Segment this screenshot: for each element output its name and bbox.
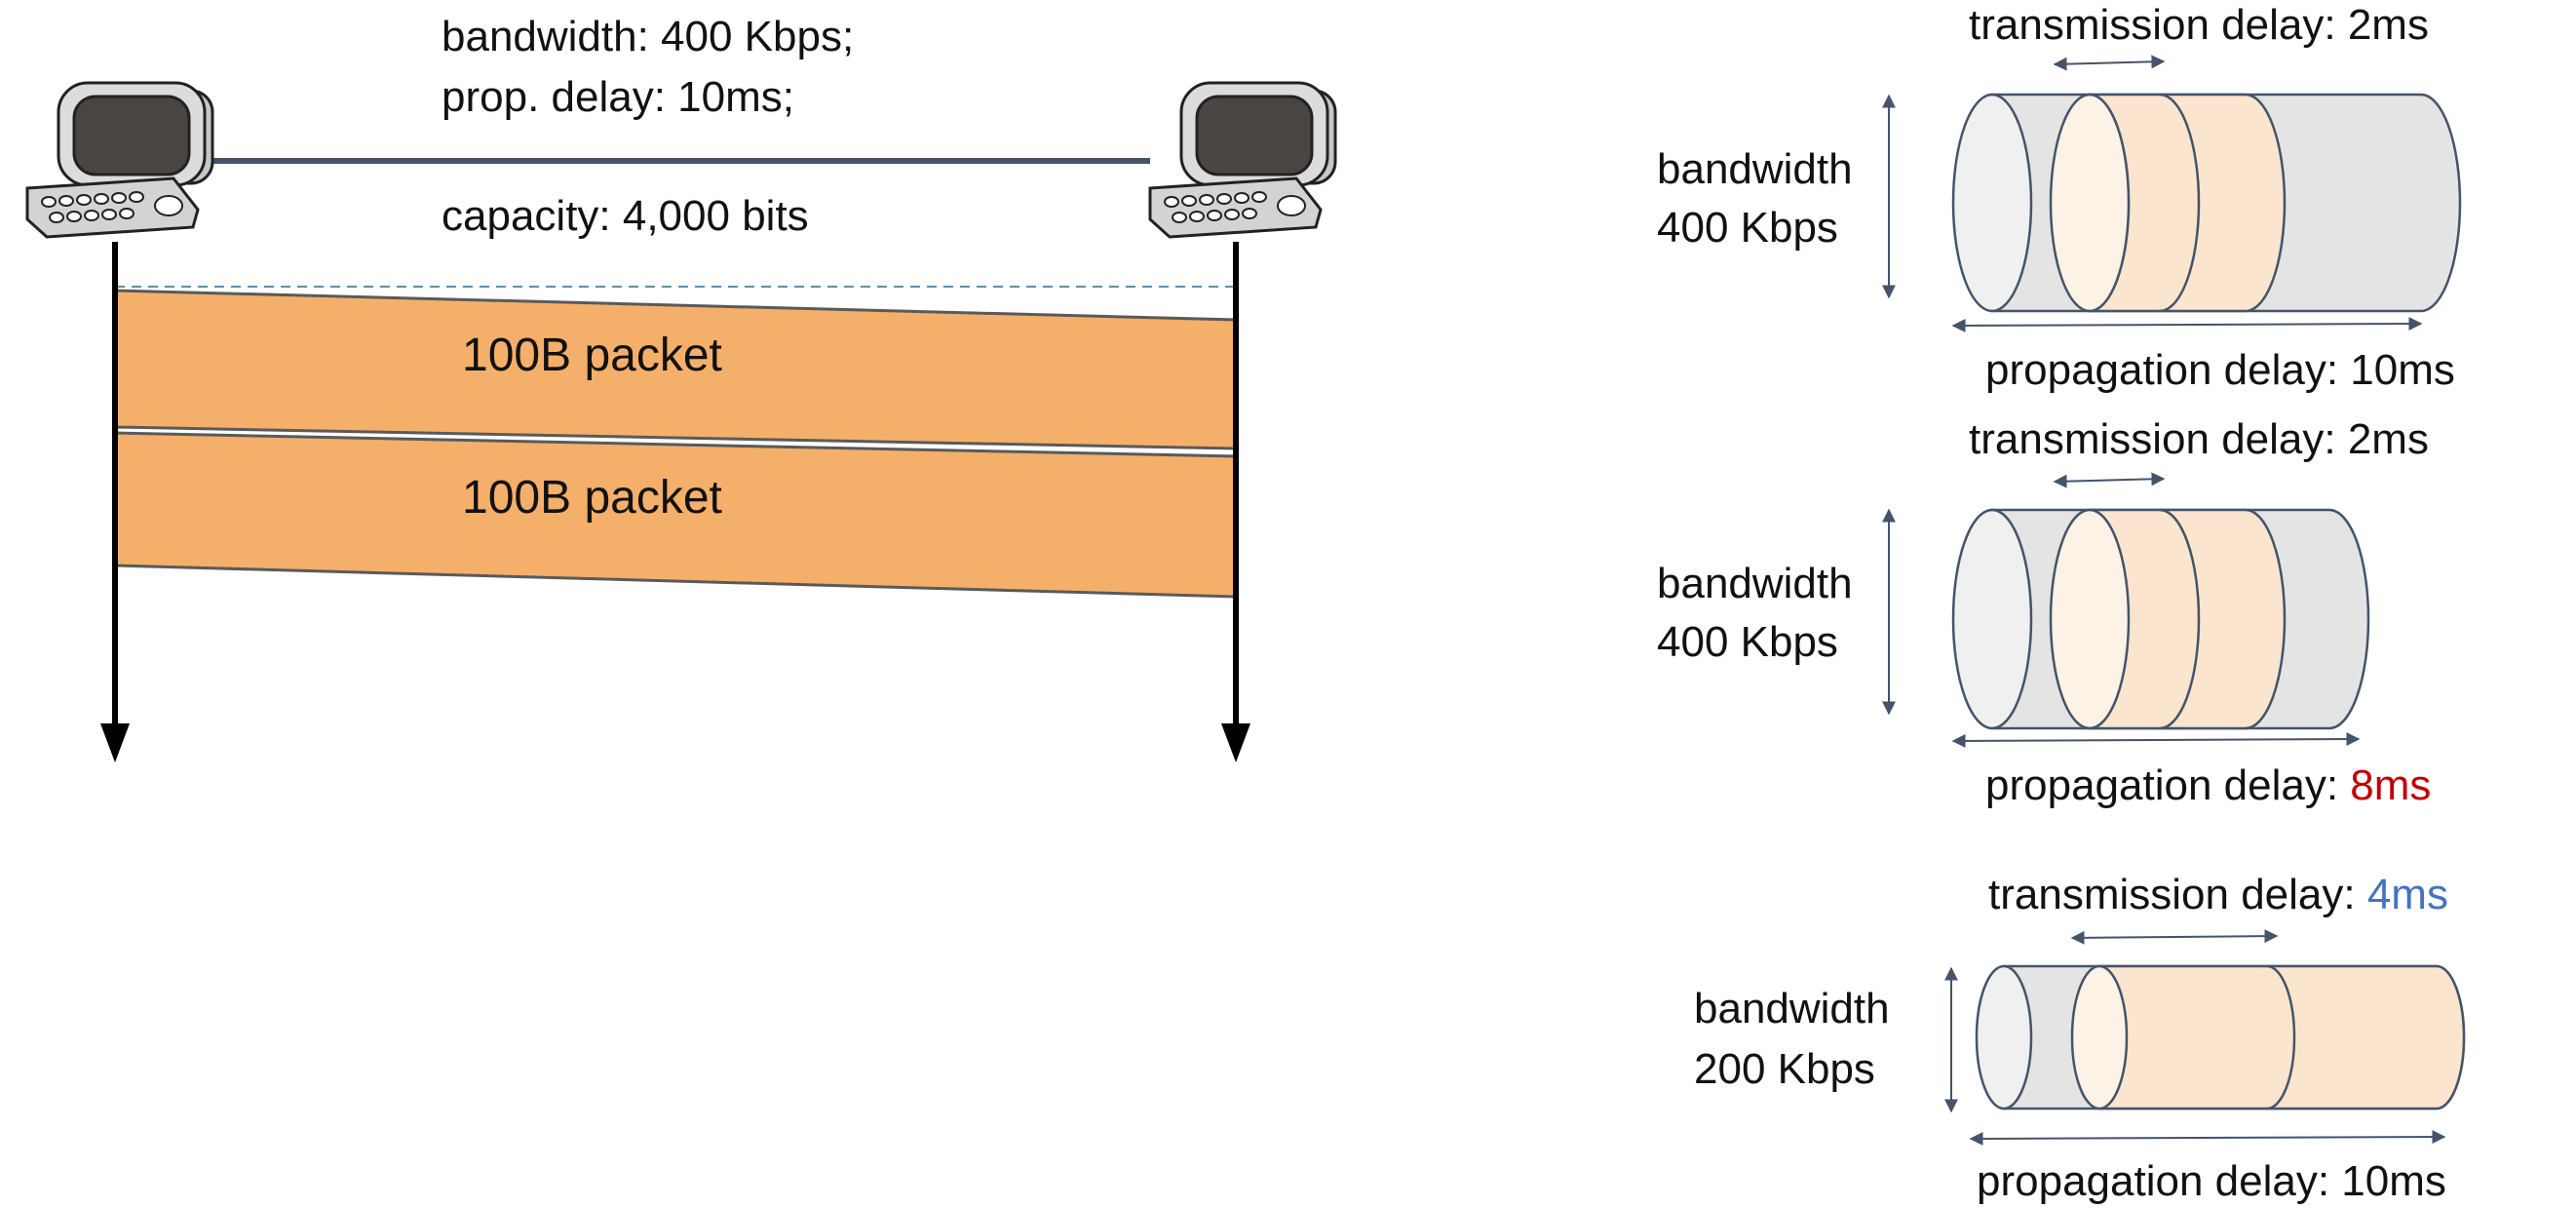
computer-icon [1148, 81, 1337, 239]
propagation-delay-value: 10ms [2350, 346, 2455, 394]
computer-icon [25, 81, 214, 239]
pipe-cylinder [1975, 964, 2466, 1111]
transmission-delay-value: 2ms [2348, 415, 2429, 463]
propagation-delay-arrow [1969, 1130, 2446, 1146]
link-prop-delay-label: prop. delay: 10ms; [442, 73, 794, 121]
pipe-diagram-2: transmission delay: 2ms bandwidth 400 Kb… [1657, 415, 2431, 809]
propagation-delay-arrow [1951, 317, 2423, 332]
pipe-diagram-3: transmission delay: 4ms bandwidth 200 Kb… [1694, 871, 2466, 1205]
pipe-diagram-1: transmission delay: 2ms bandwidth 400 Kb… [1657, 1, 2462, 394]
timing-diagram: bandwidth: 400 Kbps; prop. delay: 10ms; … [25, 13, 1337, 762]
receiver-timeline-arrow [1221, 723, 1250, 762]
propagation-delay-arrow [1951, 732, 2361, 748]
bandwidth-value: 200 Kbps [1694, 1045, 1875, 1093]
bandwidth-label: bandwidth [1694, 985, 1890, 1033]
sender-timeline-arrow [100, 723, 130, 762]
link-bandwidth-label: bandwidth: 400 Kbps; [442, 13, 854, 60]
link-capacity-label: capacity: 4,000 bits [442, 192, 809, 240]
propagation-delay-value: 10ms [2341, 1157, 2446, 1205]
transmission-delay-value: 2ms [2348, 1, 2429, 49]
transmission-delay-arrow [2053, 55, 2166, 71]
bandwidth-value: 400 Kbps [1657, 204, 1838, 252]
bandwidth-label: bandwidth [1657, 145, 1853, 193]
bandwidth-label: bandwidth [1657, 560, 1853, 607]
packet-label-1: 100B packet [462, 330, 722, 381]
propagation-delay-value: 8ms [2350, 761, 2431, 809]
transmission-delay-arrow [2053, 472, 2166, 488]
transmission-delay-label: transmission delay: 2ms [1969, 1, 2429, 49]
transmission-delay-label: transmission delay: 2ms [1969, 415, 2429, 463]
propagation-delay-label: propagation delay: 10ms [1985, 346, 2455, 394]
bandwidth-value: 400 Kbps [1657, 618, 1838, 666]
pipe-cylinder [1951, 93, 2462, 313]
transmission-delay-arrow [2070, 929, 2279, 945]
pipe-cylinder [1951, 508, 2370, 730]
propagation-delay-label: propagation delay: 8ms [1985, 761, 2431, 809]
packet-label-2: 100B packet [462, 472, 722, 524]
transmission-delay-value: 4ms [2367, 871, 2448, 918]
transmission-delay-label: transmission delay: 4ms [1988, 871, 2448, 918]
propagation-delay-label: propagation delay: 10ms [1977, 1157, 2446, 1205]
